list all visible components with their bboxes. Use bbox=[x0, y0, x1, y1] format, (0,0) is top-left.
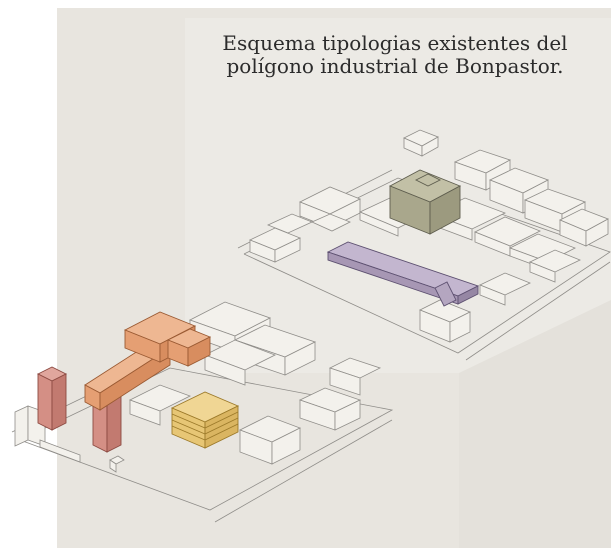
building bbox=[421, 136, 439, 157]
building bbox=[329, 367, 361, 396]
red-tower-1-left-face bbox=[37, 373, 53, 431]
purple-strip-end bbox=[457, 285, 479, 305]
lower-block bbox=[11, 301, 394, 523]
yellow-office-floor-line bbox=[171, 419, 206, 435]
building bbox=[334, 399, 361, 431]
building bbox=[479, 284, 506, 306]
building bbox=[271, 427, 301, 465]
building bbox=[585, 218, 609, 247]
purple-strip bbox=[326, 241, 480, 307]
building bbox=[14, 405, 29, 447]
orange-warehouse bbox=[84, 311, 212, 411]
building bbox=[109, 459, 117, 473]
yellow-office-floor-line bbox=[204, 417, 239, 435]
building bbox=[274, 237, 301, 263]
yellow-office-floor-line bbox=[204, 411, 239, 429]
building bbox=[204, 354, 246, 386]
diagram-title-line-1: Esquema tipologias existentes del bbox=[222, 31, 568, 55]
olive-tower-right-face bbox=[429, 185, 461, 235]
lower-block-street-line bbox=[214, 419, 393, 523]
building bbox=[39, 439, 81, 463]
yellow-office-floor-line bbox=[171, 413, 206, 429]
building bbox=[311, 213, 351, 232]
building bbox=[284, 341, 316, 376]
background-panel-shade bbox=[459, 300, 611, 548]
purple-strip-spur bbox=[434, 281, 457, 307]
orange-warehouse-side bbox=[99, 347, 171, 411]
olive-tower bbox=[388, 169, 462, 235]
diagram-title-line-2: polígono industrial de Bonpastor. bbox=[226, 54, 564, 78]
building bbox=[449, 311, 471, 343]
olive-tower-roof-detail bbox=[414, 173, 442, 187]
orange-warehouse-annex-side bbox=[187, 336, 211, 367]
diagram-title: Esquema tipologias existentes del polígo… bbox=[195, 32, 595, 78]
upper-block bbox=[237, 129, 611, 361]
yellow-office bbox=[170, 391, 240, 449]
building bbox=[529, 261, 556, 283]
building bbox=[129, 399, 161, 426]
upper-block-street-line bbox=[465, 261, 611, 361]
building bbox=[359, 211, 399, 237]
red-tower-1-right-face bbox=[51, 373, 67, 431]
yellow-office-floor-line bbox=[204, 423, 239, 441]
yellow-office-floor-line bbox=[171, 425, 206, 441]
